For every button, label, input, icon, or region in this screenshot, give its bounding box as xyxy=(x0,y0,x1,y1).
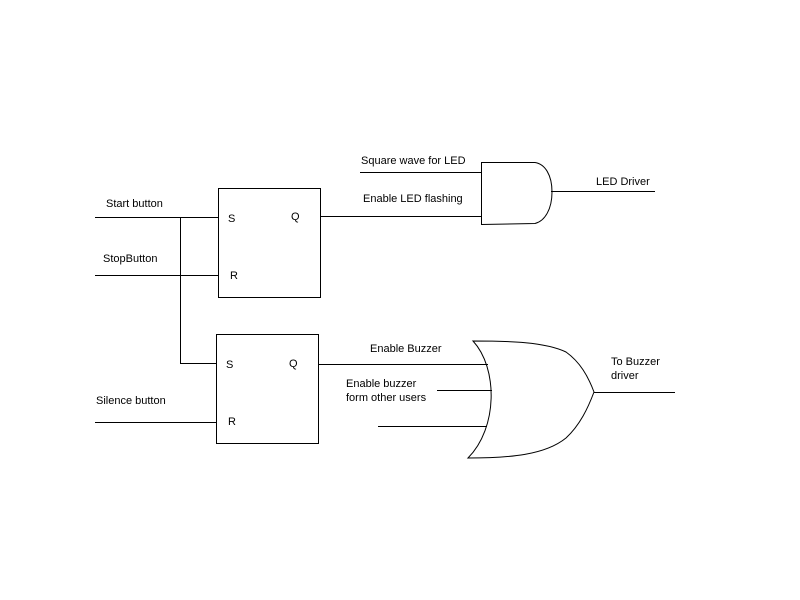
square-wave-label: Square wave for LED xyxy=(361,155,466,167)
enable-buzzer-label: Enable Buzzer xyxy=(370,343,442,355)
top-latch-reset-pin: R xyxy=(230,270,238,282)
and-gate-shape xyxy=(481,162,553,226)
enable-buzzer-other-label-line2: form other users xyxy=(346,392,427,404)
top-latch-set-pin: S xyxy=(228,213,236,225)
silence-button-label: Silence button xyxy=(96,395,166,407)
sr-latch-top xyxy=(218,188,321,298)
bottom-latch-set-pin: S xyxy=(226,359,234,371)
bottom-latch-output-pin: Q xyxy=(289,358,298,370)
to-buzzer-driver-label-line2: driver xyxy=(611,370,639,382)
enable-led-flashing-label: Enable LED flashing xyxy=(363,193,463,205)
enable-buzzer-other-label-line1: Enable buzzer xyxy=(346,378,417,390)
stop-button-label: StopButton xyxy=(103,253,158,265)
to-buzzer-driver-label-line1: To Buzzer xyxy=(611,356,660,368)
bottom-latch-reset-pin: R xyxy=(228,416,236,428)
top-latch-output-pin: Q xyxy=(291,211,300,223)
sr-latch-bottom xyxy=(216,334,319,444)
or-gate-shape xyxy=(466,340,595,459)
start-button-label: Start button xyxy=(106,198,163,210)
led-driver-label: LED Driver xyxy=(596,176,650,188)
